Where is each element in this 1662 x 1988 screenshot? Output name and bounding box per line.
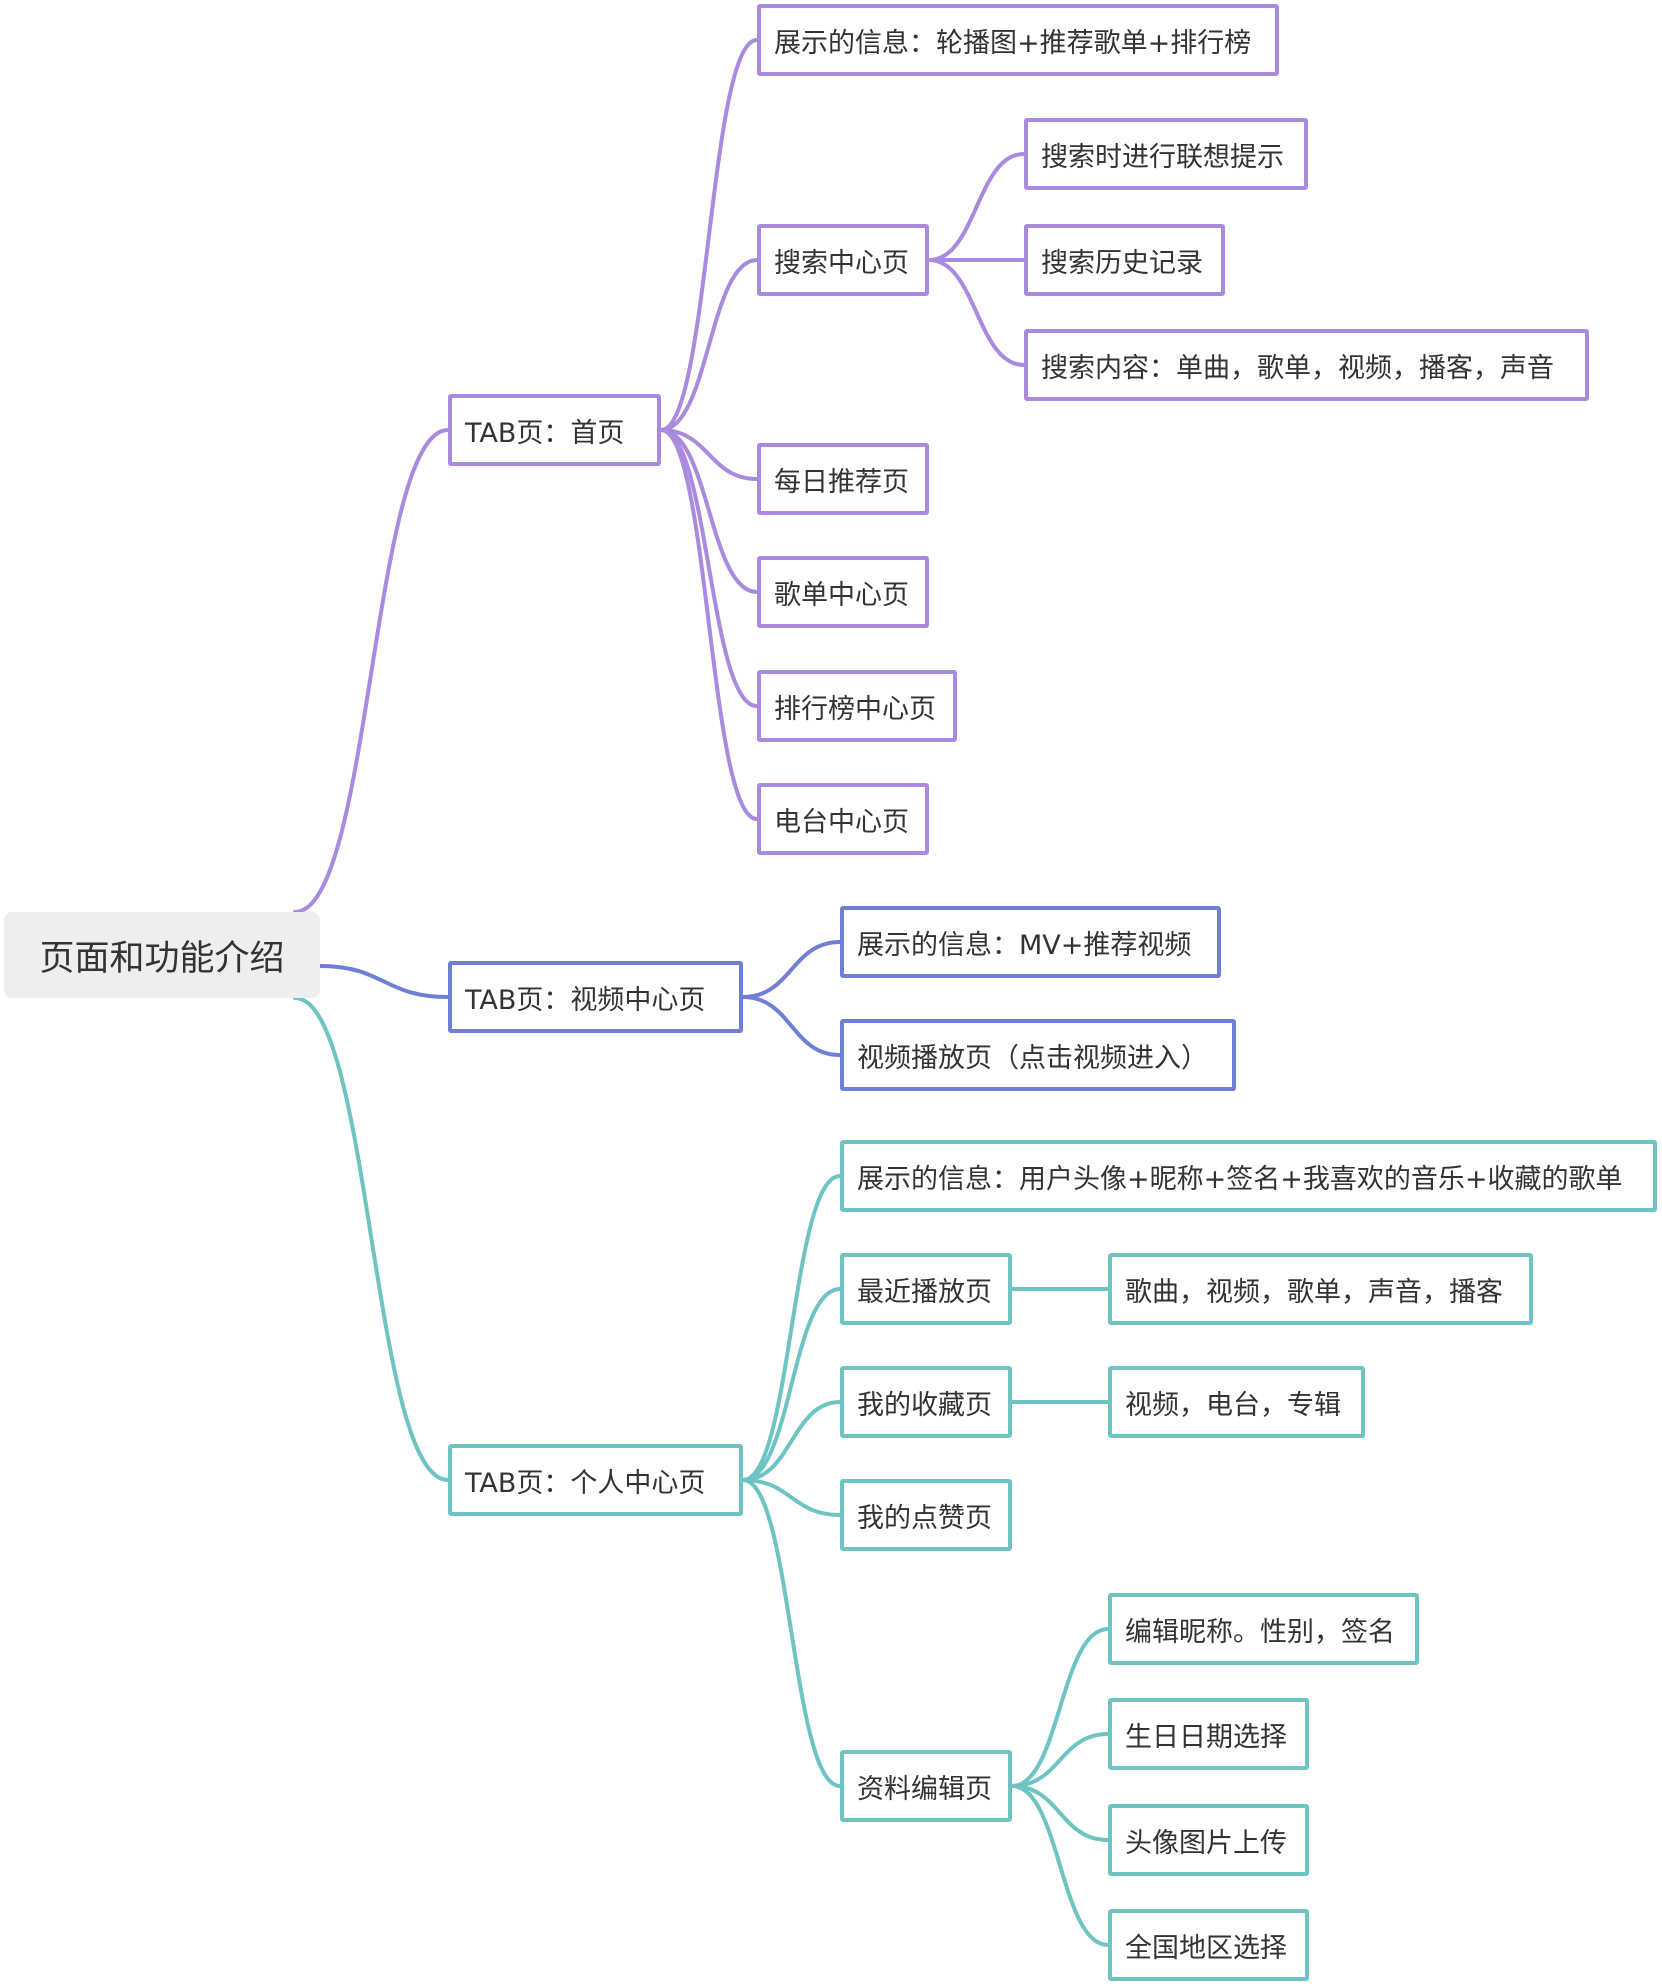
radio-center-label: 电台中心页 — [774, 806, 909, 838]
my-likes-label: 我的点赞页 — [857, 1502, 992, 1534]
search-center-node[interactable]: 搜索中心页 — [757, 224, 929, 296]
branch-video[interactable]: TAB页：视频中心页 — [448, 961, 743, 1033]
link-home-child-2 — [659, 428, 759, 481]
root-node[interactable]: 页面和功能介绍 — [4, 912, 320, 998]
daily-recommend-node[interactable]: 每日推荐页 — [757, 443, 929, 515]
branch-video-label: TAB页：视频中心页 — [465, 984, 706, 1016]
search-history-node[interactable]: 搜索历史记录 — [1024, 224, 1225, 296]
link-profile-child-0 — [741, 1174, 842, 1482]
video-info-label: 展示的信息：MV+推荐视频 — [857, 929, 1192, 961]
search-content-label: 搜索内容：单曲，歌单，视频，播客，声音 — [1041, 352, 1554, 384]
video-play-label: 视频播放页（点击视频进入） — [857, 1042, 1208, 1074]
ranking-center-node[interactable]: 排行榜中心页 — [757, 670, 957, 742]
birthday-select-node[interactable]: 生日日期选择 — [1108, 1698, 1309, 1770]
link-profile-child-4 — [741, 1478, 842, 1788]
video-play-node[interactable]: 视频播放页（点击视频进入） — [840, 1019, 1236, 1091]
avatar-upload-label: 头像图片上传 — [1125, 1827, 1287, 1859]
recent-play-types-node[interactable]: 歌曲，视频，歌单，声音，播客 — [1108, 1253, 1533, 1325]
region-select-label: 全国地区选择 — [1125, 1932, 1287, 1964]
search-content-node[interactable]: 搜索内容：单曲，歌单，视频，播客，声音 — [1024, 329, 1589, 401]
branch-home[interactable]: TAB页：首页 — [448, 394, 661, 466]
edit-nickname-label: 编辑昵称。性别，签名 — [1125, 1616, 1395, 1648]
search-suggest-node[interactable]: 搜索时进行联想提示 — [1024, 118, 1308, 190]
profile-edit-label: 资料编辑页 — [857, 1773, 992, 1805]
my-likes-node[interactable]: 我的点赞页 — [840, 1479, 1012, 1551]
profile-info-node[interactable]: 展示的信息：用户头像+昵称+签名+我喜欢的音乐+收藏的歌单 — [840, 1140, 1657, 1212]
branch-profile-label: TAB页：个人中心页 — [465, 1467, 706, 1499]
ranking-center-label: 排行榜中心页 — [774, 693, 936, 725]
branch-profile[interactable]: TAB页：个人中心页 — [448, 1444, 743, 1516]
link-edit-child-0 — [1010, 1627, 1110, 1788]
link-home-child-0 — [659, 38, 759, 432]
link-root-profile — [293, 996, 450, 1482]
my-favorites-label: 我的收藏页 — [857, 1389, 992, 1421]
link-root-video — [318, 964, 450, 999]
favorites-types-label: 视频，电台，专辑 — [1125, 1389, 1341, 1421]
root-label: 页面和功能介绍 — [39, 938, 285, 979]
link-profile-child-1 — [741, 1287, 842, 1482]
region-select-node[interactable]: 全国地区选择 — [1108, 1909, 1309, 1981]
profile-info-label: 展示的信息：用户头像+昵称+签名+我喜欢的音乐+收藏的歌单 — [857, 1163, 1623, 1195]
link-edit-child-2 — [1010, 1784, 1110, 1842]
link-home-child-4 — [659, 428, 759, 708]
link-video-child-1 — [741, 995, 842, 1057]
link-video-child-0 — [741, 940, 842, 999]
birthday-select-label: 生日日期选择 — [1125, 1721, 1287, 1753]
link-root-home — [293, 428, 450, 914]
link-home-child-3 — [659, 428, 759, 594]
search-history-label: 搜索历史记录 — [1041, 247, 1203, 279]
profile-edit-node[interactable]: 资料编辑页 — [840, 1750, 1012, 1822]
home-info-node[interactable]: 展示的信息：轮播图+推荐歌单+排行榜 — [757, 4, 1279, 76]
link-edit-child-1 — [1010, 1732, 1110, 1788]
recent-play-label: 最近播放页 — [857, 1276, 992, 1308]
branch-home-label: TAB页：首页 — [465, 417, 625, 449]
radio-center-node[interactable]: 电台中心页 — [757, 783, 929, 855]
link-home-child-1 — [659, 258, 759, 432]
playlist-center-node[interactable]: 歌单中心页 — [757, 556, 929, 628]
my-favorites-node[interactable]: 我的收藏页 — [840, 1366, 1012, 1438]
edit-nickname-node[interactable]: 编辑昵称。性别，签名 — [1108, 1593, 1419, 1665]
search-suggest-label: 搜索时进行联想提示 — [1041, 141, 1284, 173]
favorites-types-node[interactable]: 视频，电台，专辑 — [1108, 1366, 1365, 1438]
link-profile-child-3 — [741, 1478, 842, 1517]
home-info-label: 展示的信息：轮播图+推荐歌单+排行榜 — [774, 27, 1252, 59]
recent-play-node[interactable]: 最近播放页 — [840, 1253, 1012, 1325]
link-edit-child-3 — [1010, 1784, 1110, 1947]
video-info-node[interactable]: 展示的信息：MV+推荐视频 — [840, 906, 1221, 978]
link-search-child-2 — [927, 258, 1026, 367]
link-profile-child-2 — [741, 1400, 842, 1482]
avatar-upload-node[interactable]: 头像图片上传 — [1108, 1804, 1309, 1876]
link-search-child-0 — [927, 152, 1026, 262]
link-home-child-5 — [659, 428, 759, 821]
playlist-center-label: 歌单中心页 — [774, 579, 909, 611]
daily-recommend-label: 每日推荐页 — [774, 466, 909, 498]
search-center-label: 搜索中心页 — [774, 247, 909, 279]
recent-play-types-label: 歌曲，视频，歌单，声音，播客 — [1125, 1276, 1503, 1308]
